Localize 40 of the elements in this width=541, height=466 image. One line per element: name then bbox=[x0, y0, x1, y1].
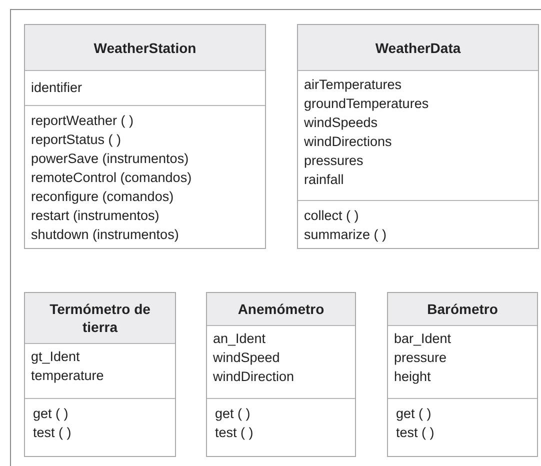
operation-text: test ( ) bbox=[33, 424, 72, 442]
class-box bbox=[387, 292, 538, 457]
operation-text: restart (instrumentos) bbox=[31, 207, 160, 225]
class-name: WeatherData bbox=[375, 38, 461, 56]
attribute-text: windDirection bbox=[213, 368, 294, 386]
operation-text: get ( ) bbox=[215, 405, 250, 423]
attribute-text: identifier bbox=[31, 79, 82, 97]
class-name: Termómetro de tierra bbox=[48, 300, 152, 336]
attribute-text: rainfall bbox=[304, 171, 344, 189]
attribute-text: windDirections bbox=[304, 133, 392, 151]
attribute-text: gt_Ident bbox=[31, 348, 80, 366]
attribute-text: windSpeeds bbox=[304, 114, 378, 132]
operation-text: get ( ) bbox=[33, 405, 68, 423]
operation-text: reportWeather ( ) bbox=[31, 112, 134, 130]
attribute-text: groundTemperatures bbox=[304, 95, 429, 113]
attribute-text: windSpeed bbox=[213, 349, 280, 367]
operation-text: collect ( ) bbox=[304, 207, 359, 225]
operation-text: powerSave (instrumentos) bbox=[31, 150, 189, 168]
attribute-text: an_Ident bbox=[213, 330, 266, 348]
attribute-text: temperature bbox=[31, 367, 104, 385]
class-box bbox=[206, 292, 356, 457]
operation-text: shutdown (instrumentos) bbox=[31, 226, 179, 244]
class-name: Barómetro bbox=[427, 300, 498, 318]
operation-text: get ( ) bbox=[396, 405, 432, 423]
attribute-text: pressure bbox=[394, 349, 447, 367]
attribute-text: bar_Ident bbox=[394, 330, 452, 348]
class-name: WeatherStation bbox=[94, 38, 196, 56]
operation-text: remoteControl (comandos) bbox=[31, 169, 192, 187]
operation-text: test ( ) bbox=[215, 424, 254, 442]
operation-text: reconfigure (comandos) bbox=[31, 188, 174, 206]
operation-text: summarize ( ) bbox=[304, 226, 387, 244]
operation-text: test ( ) bbox=[396, 424, 434, 442]
class-box bbox=[297, 24, 539, 249]
operation-text: reportStatus ( ) bbox=[31, 131, 122, 149]
attribute-text: height bbox=[394, 368, 431, 386]
attribute-text: airTemperatures bbox=[304, 76, 402, 94]
class-name: Anemómetro bbox=[238, 300, 324, 318]
class-box bbox=[24, 24, 266, 249]
class-box bbox=[24, 292, 176, 457]
attribute-text: pressures bbox=[304, 152, 364, 170]
